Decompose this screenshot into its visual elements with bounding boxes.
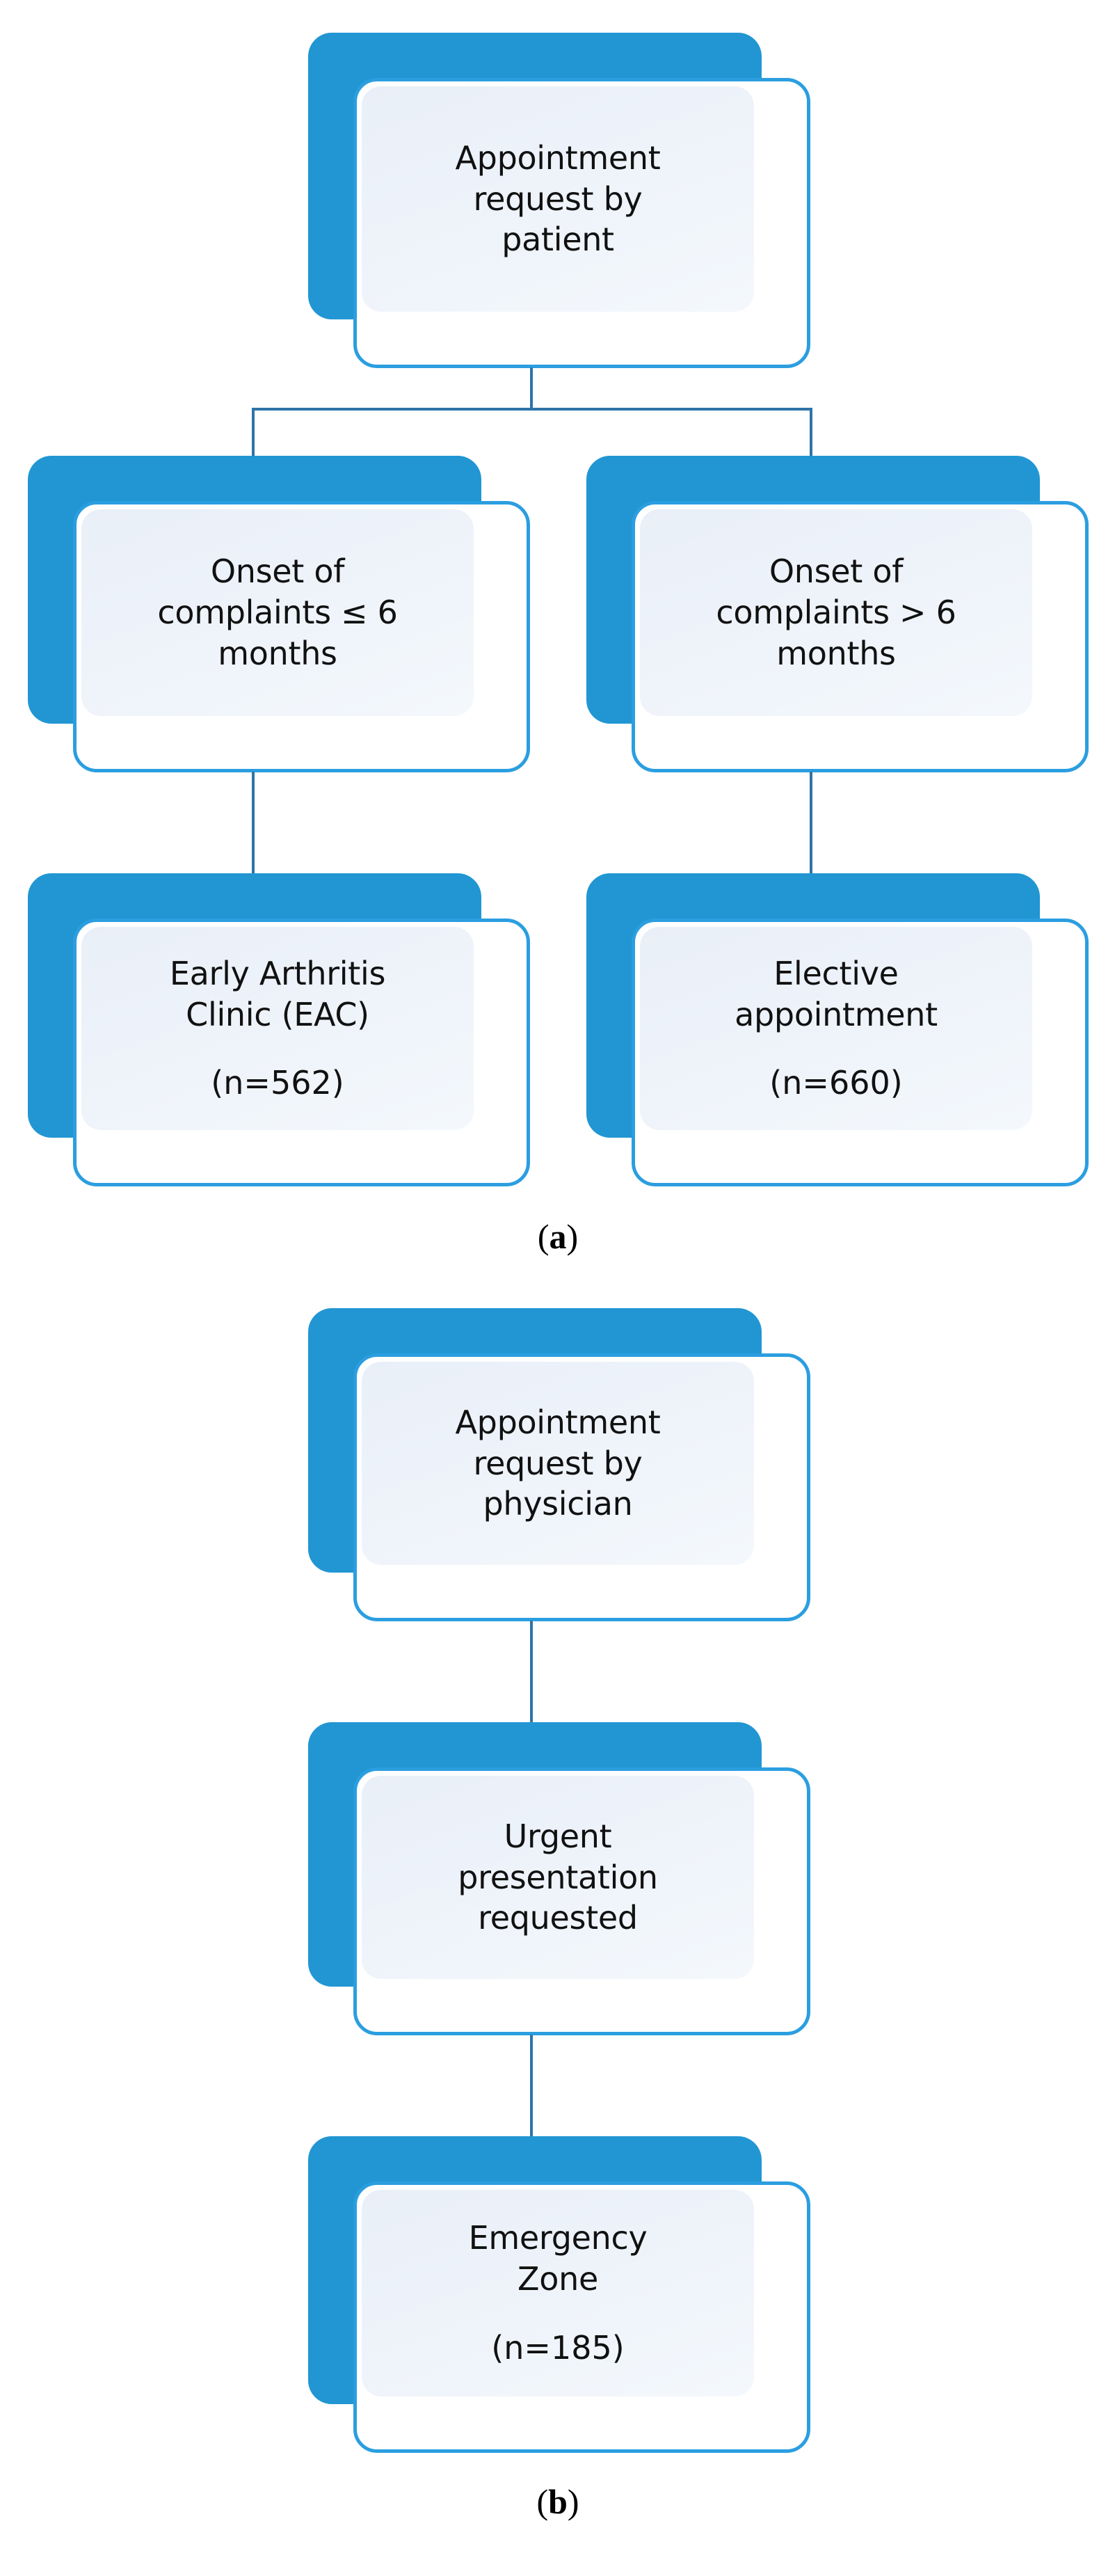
node-inner-panel: Elective appointment (n=660) [640, 927, 1032, 1130]
node-count: (n=660) [769, 1064, 903, 1102]
node-card: Emergency Zone (n=185) [353, 2181, 810, 2453]
node-card: Early Arthritis Clinic (EAC) (n=562) [73, 919, 530, 1186]
panel-caption-b-text: (b) [536, 2482, 579, 2521]
node-card: Appointment request by patient [353, 78, 810, 368]
node-onset-le-6-months: Onset of complaints ≤ 6 months [28, 456, 530, 772]
node-label: Onset of complaints ≤ 6 months [157, 552, 398, 672]
node-label: Appointment request by patient [455, 138, 661, 259]
node-card: Appointment request by physician [353, 1353, 810, 1621]
panel-caption-b: (b) [474, 2481, 641, 2522]
connector-left-branch-to-eac [252, 772, 255, 875]
node-urgent-presentation-requested: Urgent presentation requested [308, 1722, 810, 2035]
node-inner-panel: Appointment request by physician [362, 1362, 754, 1565]
node-elective-appointment: Elective appointment (n=660) [586, 873, 1089, 1186]
node-label: Early Arthritis Clinic (EAC) [169, 954, 386, 1033]
panel-caption-a: (a) [474, 1216, 641, 1257]
node-label: Emergency Zone [468, 2219, 648, 2298]
connector-physician-to-urgent [530, 1621, 533, 1724]
connector-root-down [530, 367, 533, 411]
node-appointment-request-by-patient: Appointment request by patient [308, 33, 810, 368]
node-emergency-zone: Emergency Zone (n=185) [308, 2136, 810, 2453]
node-onset-gt-6-months: Onset of complaints > 6 months [586, 456, 1089, 772]
node-card: Elective appointment (n=660) [632, 919, 1089, 1186]
node-inner-panel: Onset of complaints ≤ 6 months [81, 509, 474, 716]
node-inner-panel: Appointment request by patient [362, 86, 754, 312]
node-inner-panel: Emergency Zone (n=185) [362, 2190, 754, 2396]
panel-caption-a-text: (a) [537, 1217, 579, 1256]
connector-branch-right-drop [810, 408, 812, 458]
node-card: Onset of complaints ≤ 6 months [73, 501, 530, 772]
node-appointment-request-by-physician: Appointment request by physician [308, 1308, 810, 1621]
node-count: (n=562) [211, 1064, 344, 1102]
node-early-arthritis-clinic: Early Arthritis Clinic (EAC) (n=562) [28, 873, 530, 1186]
connector-branch-bar [252, 408, 812, 411]
node-label: Appointment request by physician [455, 1403, 661, 1523]
connector-urgent-to-emergency-zone [530, 2035, 533, 2138]
node-card: Onset of complaints > 6 months [632, 501, 1089, 772]
node-label: Onset of complaints > 6 months [716, 552, 956, 672]
node-card: Urgent presentation requested [353, 1767, 810, 2035]
node-label: Elective appointment [735, 954, 938, 1033]
node-inner-panel: Early Arthritis Clinic (EAC) (n=562) [81, 927, 474, 1130]
node-inner-panel: Onset of complaints > 6 months [640, 509, 1032, 716]
connector-branch-left-drop [252, 408, 255, 458]
connector-right-branch-to-elective [810, 772, 812, 875]
node-inner-panel: Urgent presentation requested [362, 1776, 754, 1979]
node-count: (n=185) [491, 2328, 625, 2367]
node-label: Urgent presentation requested [458, 1817, 658, 1937]
